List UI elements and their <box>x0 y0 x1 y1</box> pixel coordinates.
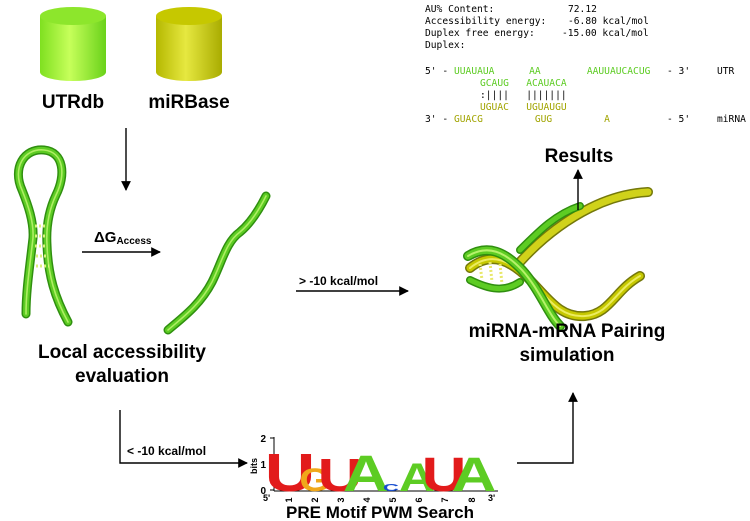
utrdb-database-icon <box>40 7 106 81</box>
accessibility-energy-label: Accessibility energy: <box>425 16 546 27</box>
mrna-hairpin-illustration <box>13 145 73 327</box>
logo-y-tick-1: 1 <box>260 460 266 471</box>
mirna-mrna-duplex-illustration <box>463 187 653 331</box>
utr-sequence: UUAUAUA AA AAUUAUCACUG <box>454 66 651 77</box>
au-content-label: AU% Content: <box>425 4 494 15</box>
mirna-5prime-suffix: - 5' <box>667 114 690 125</box>
mirna-paired-bases: UGUAC UGUAUGU <box>480 102 567 113</box>
logo-3prime-label: 3' <box>488 493 495 503</box>
logo-position-7: 7 <box>440 497 450 502</box>
logo-y-tick-0: 0 <box>260 486 266 497</box>
logo-position-5: 5 <box>388 497 398 502</box>
results-title: Results <box>545 146 614 167</box>
au-content-value: 72.12 <box>568 4 597 15</box>
logo-y-axis-label: bits <box>249 458 259 474</box>
delta-g-label: ΔGAccess <box>94 229 152 247</box>
pre-motif-title: PRE Motif PWM Search <box>286 503 474 521</box>
logo-position-8: 8 <box>467 497 477 502</box>
mirbase-label: miRBase <box>148 92 229 113</box>
duplex-free-energy-label: Duplex free energy: <box>425 28 535 39</box>
local-accessibility-subtitle: evaluation <box>75 366 169 387</box>
above-threshold-label: > -10 kcal/mol <box>299 274 378 288</box>
accessibility-energy-value: -6.80 kcal/mol <box>568 16 649 27</box>
utrdb-label: UTRdb <box>42 92 104 113</box>
logo-position-2: 2 <box>310 497 320 502</box>
logo-letter-8: A <box>452 448 497 502</box>
logo-letter-6: A <box>399 455 435 500</box>
logo-letter-4: A <box>343 446 389 503</box>
logo-position-4: 4 <box>362 497 372 502</box>
logo-letter-3: U <box>318 449 363 502</box>
logo-letter-2: G <box>299 462 330 498</box>
utr-name: UTR <box>717 66 735 77</box>
logo-position-6: 6 <box>414 497 424 502</box>
utr-3prime-suffix: - 3' <box>667 66 690 77</box>
logo-letter-5: C <box>383 482 399 493</box>
logo-5prime-label: 5' <box>263 493 270 503</box>
results-output-block: AU% Content: 72.12 Accessibility energy:… <box>425 4 746 125</box>
utr-5prime-prefix: 5' - <box>425 66 448 77</box>
logo-letter-1: U <box>265 443 316 503</box>
mirna-3prime-prefix: 3' - <box>425 114 448 125</box>
local-accessibility-title: Local accessibility <box>38 342 206 363</box>
pairing-bonds: :|||| ||||||| <box>480 90 567 101</box>
duplex-free-energy-value: -15.00 kcal/mol <box>562 28 649 39</box>
pairing-subtitle: simulation <box>519 345 614 366</box>
below-threshold-label: < -10 kcal/mol <box>127 444 206 458</box>
logo-position-3: 3 <box>336 497 346 502</box>
logo-letter-7: U <box>422 448 467 502</box>
mirbase-database-icon <box>156 7 222 81</box>
mirna-sequence: GUACG GUG A <box>454 114 610 125</box>
utr-paired-bases: GCAUG ACAUACA <box>480 78 567 89</box>
mirna-name: miRNA <box>717 114 746 125</box>
logo-position-1: 1 <box>284 497 294 502</box>
pre-to-pairing-arrow <box>517 392 578 464</box>
to-pre-motif-arrow <box>119 410 248 468</box>
pairing-title: miRNA-mRNA Pairing <box>469 321 666 342</box>
unfolded-mrna-illustration <box>163 191 271 335</box>
logo-y-tick-2: 2 <box>260 434 266 445</box>
pre-motif-sequence-logo: 2 1 0 bits U G U A C A U A 5' 1 2 3 4 5 … <box>249 434 498 503</box>
duplex-label: Duplex: <box>425 40 465 51</box>
